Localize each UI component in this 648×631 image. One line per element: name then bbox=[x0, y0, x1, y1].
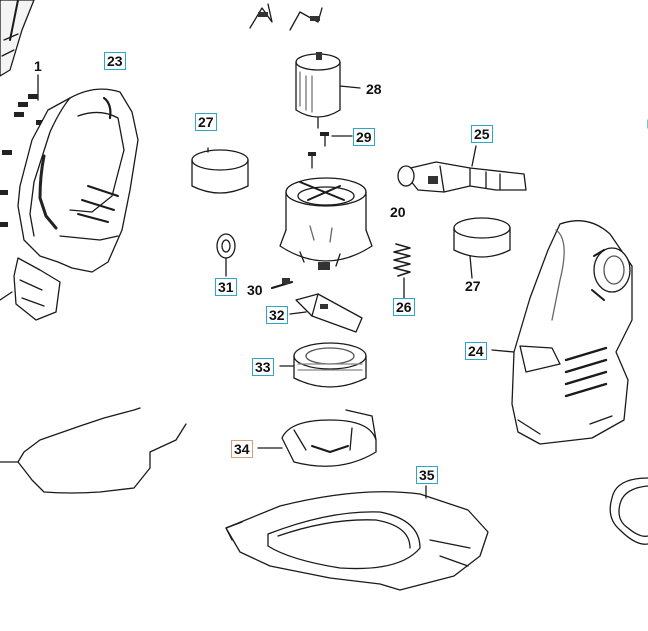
label-27-b: 27 bbox=[465, 278, 481, 294]
screw-part-29 bbox=[308, 132, 353, 169]
label-26: 26 bbox=[393, 298, 415, 316]
label-31: 31 bbox=[215, 278, 237, 296]
top-springs-part bbox=[249, 3, 323, 31]
cylinder-part-27-a bbox=[191, 147, 249, 194]
label-27-a: 27 bbox=[195, 113, 217, 131]
wire-harness-part bbox=[0, 407, 187, 494]
frame-fragment-part bbox=[0, 0, 35, 77]
left-housing-part-23 bbox=[0, 88, 139, 321]
spool-cover-part-34 bbox=[257, 409, 377, 467]
motor-part-28 bbox=[295, 52, 361, 129]
pin-part-30 bbox=[270, 278, 294, 290]
cylinder-part-27-b bbox=[453, 217, 511, 279]
guard-part-35 bbox=[225, 485, 489, 591]
nut-part-31 bbox=[216, 233, 236, 277]
handle-bracket-part-25 bbox=[397, 145, 527, 193]
label-30: 30 bbox=[247, 282, 263, 298]
label-33: 33 bbox=[252, 358, 274, 376]
spring-part-26 bbox=[393, 243, 411, 299]
label-24: 24 bbox=[465, 342, 487, 360]
label-20: 20 bbox=[390, 204, 406, 220]
bump-knob-part-32 bbox=[289, 293, 363, 333]
label-28: 28 bbox=[366, 81, 382, 97]
cable-fragment-part bbox=[609, 119, 648, 545]
label-32: 32 bbox=[266, 306, 288, 324]
label-35: 35 bbox=[416, 466, 438, 484]
spool-part-33 bbox=[279, 342, 367, 388]
label-1: 1 bbox=[34, 58, 42, 74]
label-34: 34 bbox=[231, 440, 253, 458]
spool-housing-part bbox=[279, 177, 373, 270]
label-29: 29 bbox=[353, 128, 375, 146]
right-housing-part-24 bbox=[491, 220, 633, 445]
label-25: 25 bbox=[471, 125, 493, 143]
label-23: 23 bbox=[104, 52, 126, 70]
